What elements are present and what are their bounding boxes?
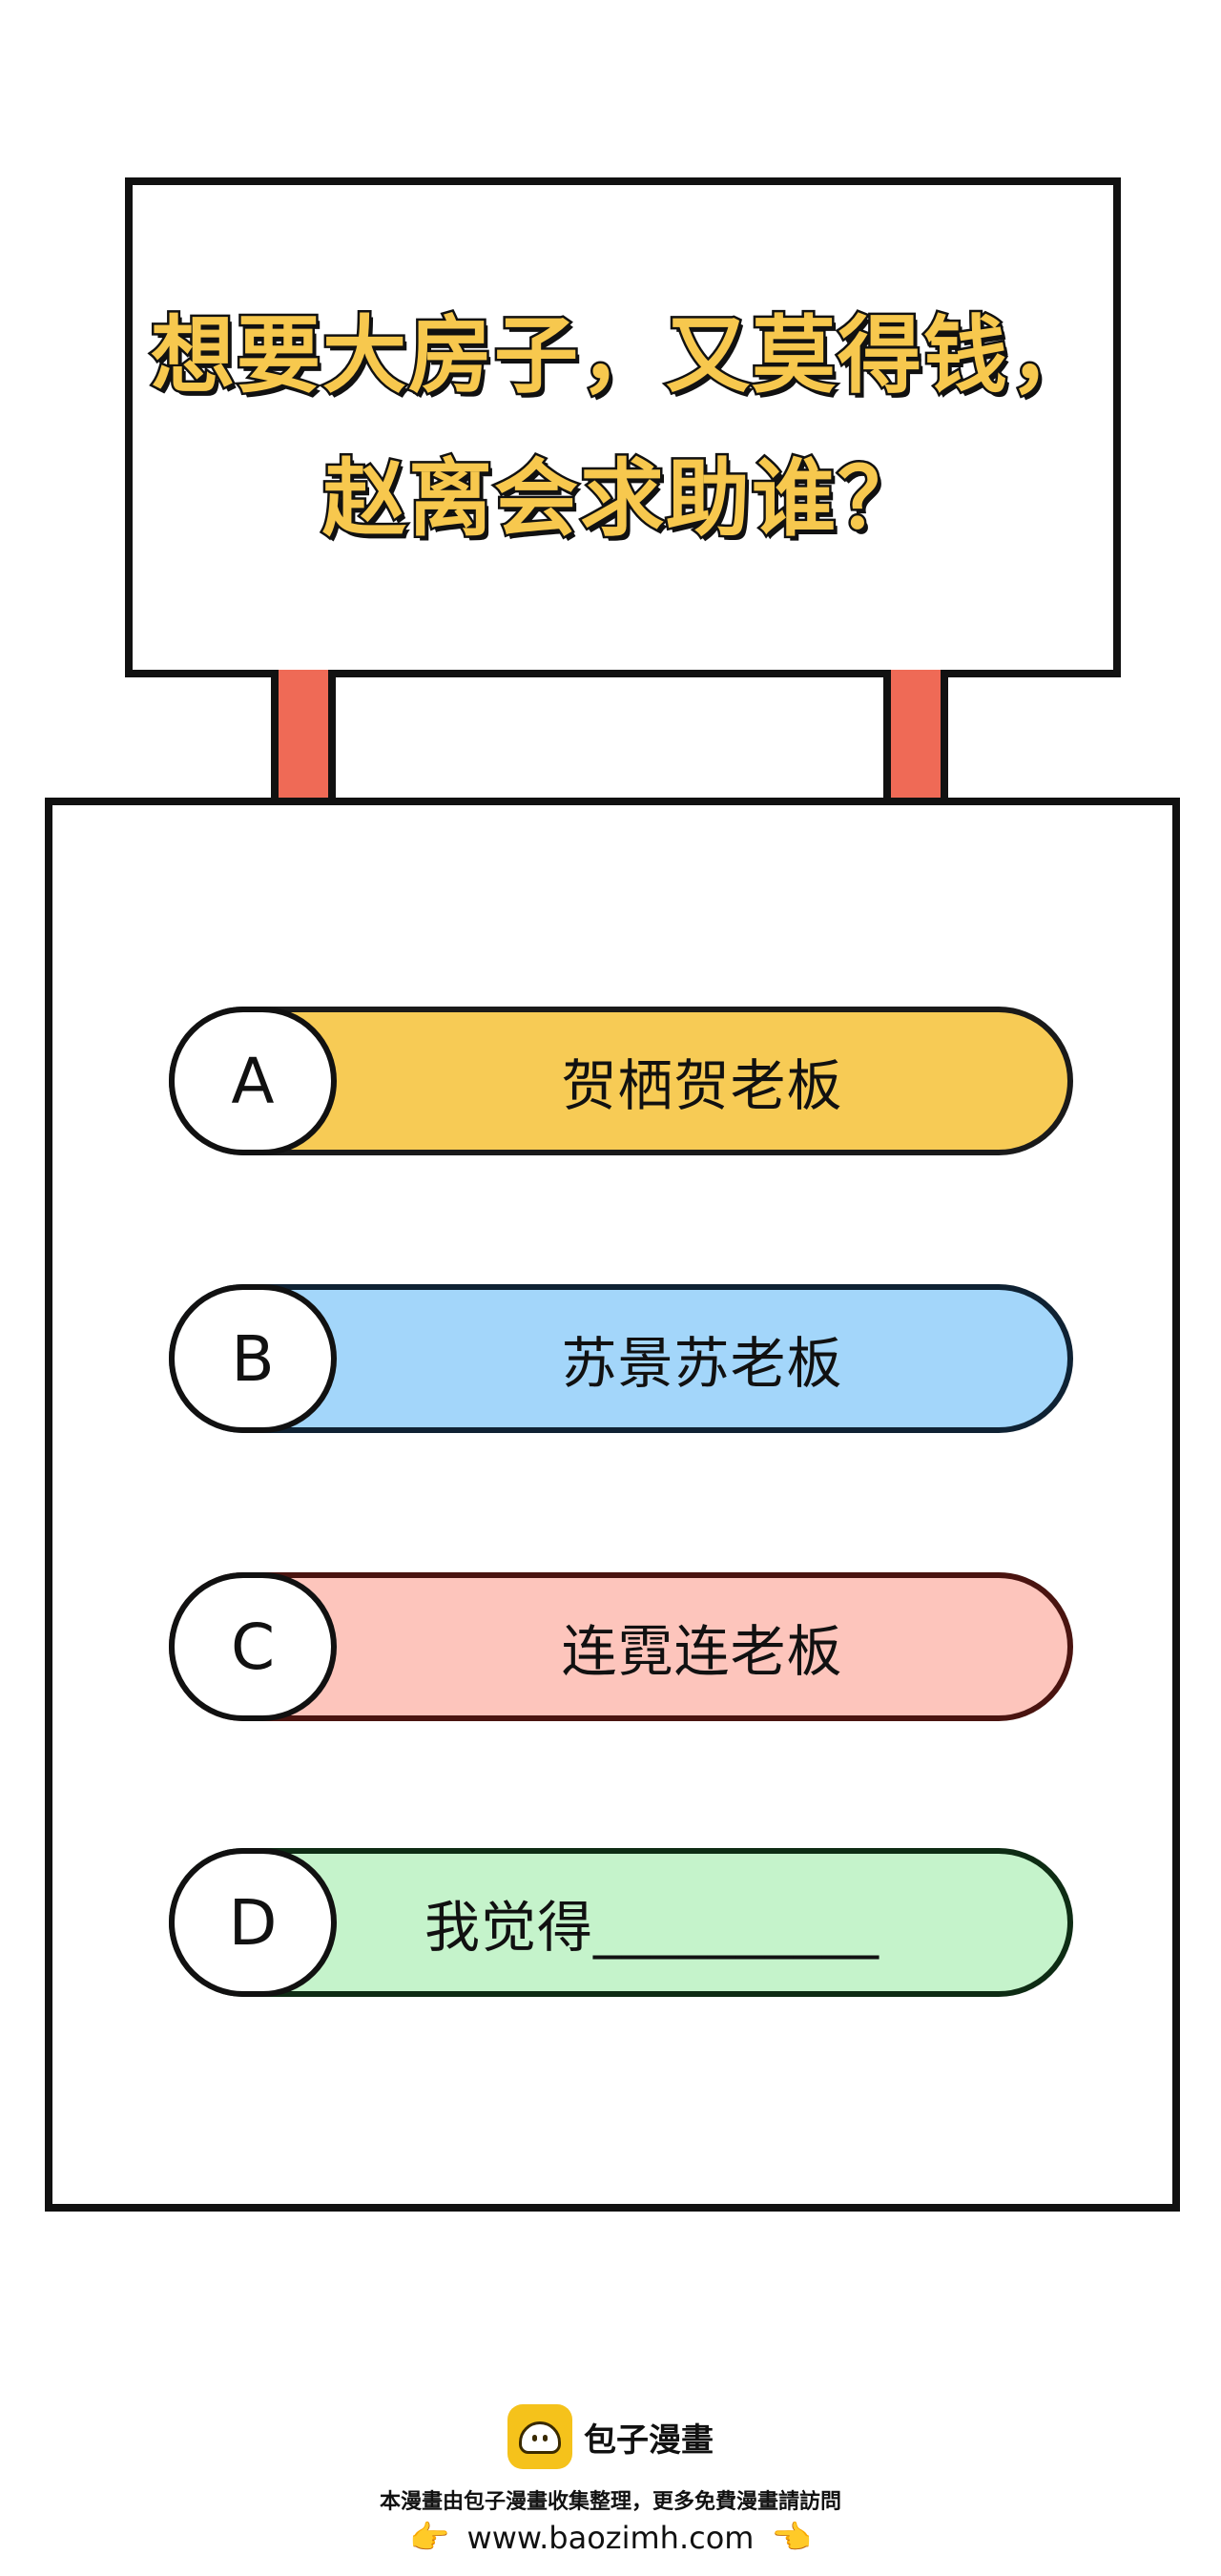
option-d-button[interactable]: D 我觉得__________ — [169, 1848, 1073, 1997]
option-a-button[interactable]: A 贺栖贺老板 — [169, 1007, 1073, 1155]
site-url-link[interactable]: www.baozimh.com — [466, 2520, 755, 2556]
footer-url-row[interactable]: 👉 www.baozimh.com 👈 — [0, 2519, 1221, 2557]
option-b-letter: B — [169, 1284, 337, 1433]
option-a-text: 贺栖贺老板 — [561, 1053, 843, 1118]
option-c-text: 连霓连老板 — [561, 1619, 843, 1684]
option-b-text: 苏景苏老板 — [561, 1331, 843, 1396]
option-d-letter: D — [169, 1848, 337, 1997]
option-a-letter: A — [169, 1007, 337, 1155]
pointing-left-hand-icon: 👈 — [771, 2519, 812, 2557]
question-line-1: 想要大房子，又莫得钱， — [148, 304, 1095, 407]
footer-note: 本漫畫由包子漫畫收集整理，更多免費漫畫請訪問 — [379, 2490, 841, 2514]
bun-mascot-icon — [507, 2404, 572, 2469]
option-d-text: 我觉得__________ — [424, 1895, 880, 1960]
option-c-button[interactable]: C 连霓连老板 — [169, 1572, 1073, 1721]
question-line-2: 赵离会求助谁？ — [320, 447, 923, 551]
option-c-letter: C — [169, 1572, 337, 1721]
brand-name: 包子漫畫 — [584, 2420, 714, 2460]
pointing-right-hand-icon: 👉 — [409, 2519, 450, 2557]
sign-post-right — [883, 670, 948, 805]
footer-brand[interactable]: 包子漫畫 — [0, 2404, 1221, 2469]
option-b-button[interactable]: B 苏景苏老板 — [169, 1284, 1073, 1433]
sign-post-left — [271, 670, 336, 805]
question-sign: 想要大房子，又莫得钱， 赵离会求助谁？ — [125, 177, 1121, 677]
